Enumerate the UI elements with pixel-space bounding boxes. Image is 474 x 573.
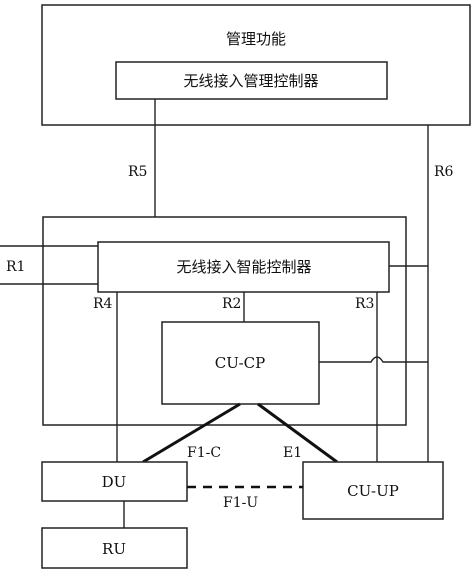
r4-label: R4: [93, 296, 113, 312]
r5-label: R5: [128, 164, 147, 180]
du-label: DU: [102, 473, 127, 491]
near-rt-ric-box: [97, 241, 390, 293]
e1-line: [257, 402, 338, 464]
du-box: [41, 461, 188, 502]
cu-up-label: CU-UP: [347, 482, 399, 500]
near-rt-ric-label: 无线接入智能控制器: [176, 258, 311, 276]
ru-box: [41, 527, 188, 569]
f1-c-line: [142, 402, 241, 464]
r6-label: R6: [434, 164, 454, 180]
ru-label: RU: [102, 540, 126, 558]
cu-up-box: [302, 461, 444, 520]
e1-label: E1: [283, 445, 302, 461]
r2-label: R2: [222, 296, 241, 312]
r1-label: R1: [6, 259, 25, 275]
cu-cp-to-r6-connector: [319, 356, 428, 363]
f1-c-label: F1-C: [187, 445, 221, 461]
non-rt-ric-label: 无线接入管理控制器: [183, 72, 318, 90]
non-rt-ric-box: [115, 61, 388, 100]
management-function-label: 管理功能: [226, 30, 286, 48]
cu-cp-label: CU-CP: [215, 354, 266, 372]
f1-u-label: F1-U: [223, 495, 258, 511]
cu-cp-box: [161, 321, 320, 405]
r3-label: R3: [355, 296, 374, 312]
